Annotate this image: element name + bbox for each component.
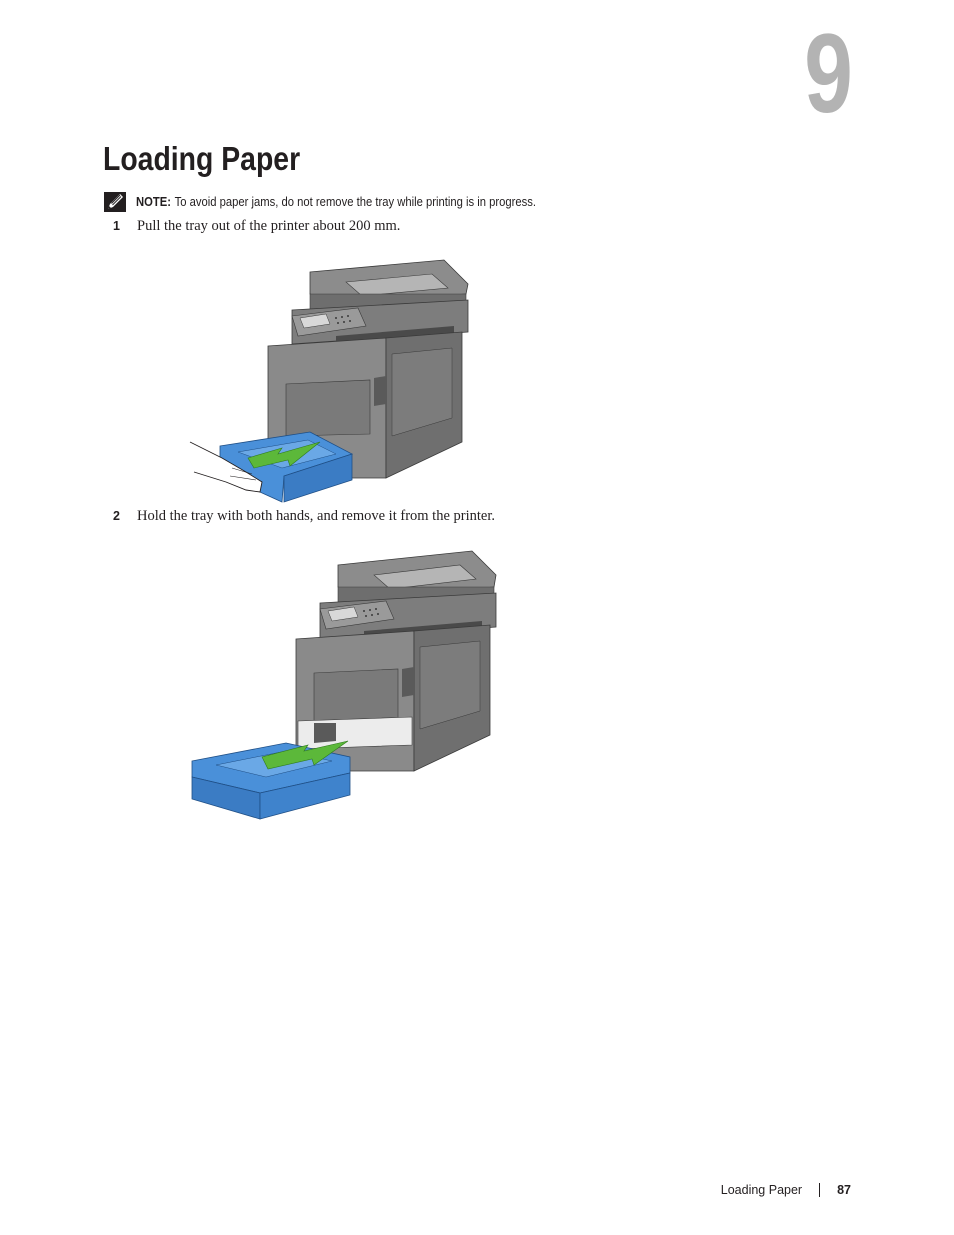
step-text: Hold the tray with both hands, and remov… bbox=[137, 508, 495, 524]
step-1: 1 Pull the tray out of the printer about… bbox=[113, 218, 400, 235]
step-2: 2 Hold the tray with both hands, and rem… bbox=[113, 508, 495, 525]
page-footer: Loading Paper 87 bbox=[721, 1180, 851, 1200]
page-title: Loading Paper bbox=[103, 140, 301, 177]
footer-divider bbox=[819, 1183, 821, 1197]
printer-tray-removed-illustration bbox=[191, 550, 497, 820]
step-number: 2 bbox=[113, 509, 120, 523]
note-text: To avoid paper jams, do not remove the t… bbox=[174, 195, 537, 209]
note: NOTE:To avoid paper jams, do not remove … bbox=[103, 191, 580, 213]
footer-section: Loading Paper bbox=[720, 1183, 803, 1197]
page-number: 87 bbox=[837, 1183, 851, 1197]
pencil-note-icon bbox=[104, 192, 126, 212]
note-label: NOTE: bbox=[136, 195, 172, 209]
step-number: 1 bbox=[113, 219, 120, 233]
step-text: Pull the tray out of the printer about 2… bbox=[137, 218, 401, 234]
chapter-number: 9 bbox=[803, 11, 853, 136]
printer-tray-pulled-illustration bbox=[189, 259, 469, 503]
